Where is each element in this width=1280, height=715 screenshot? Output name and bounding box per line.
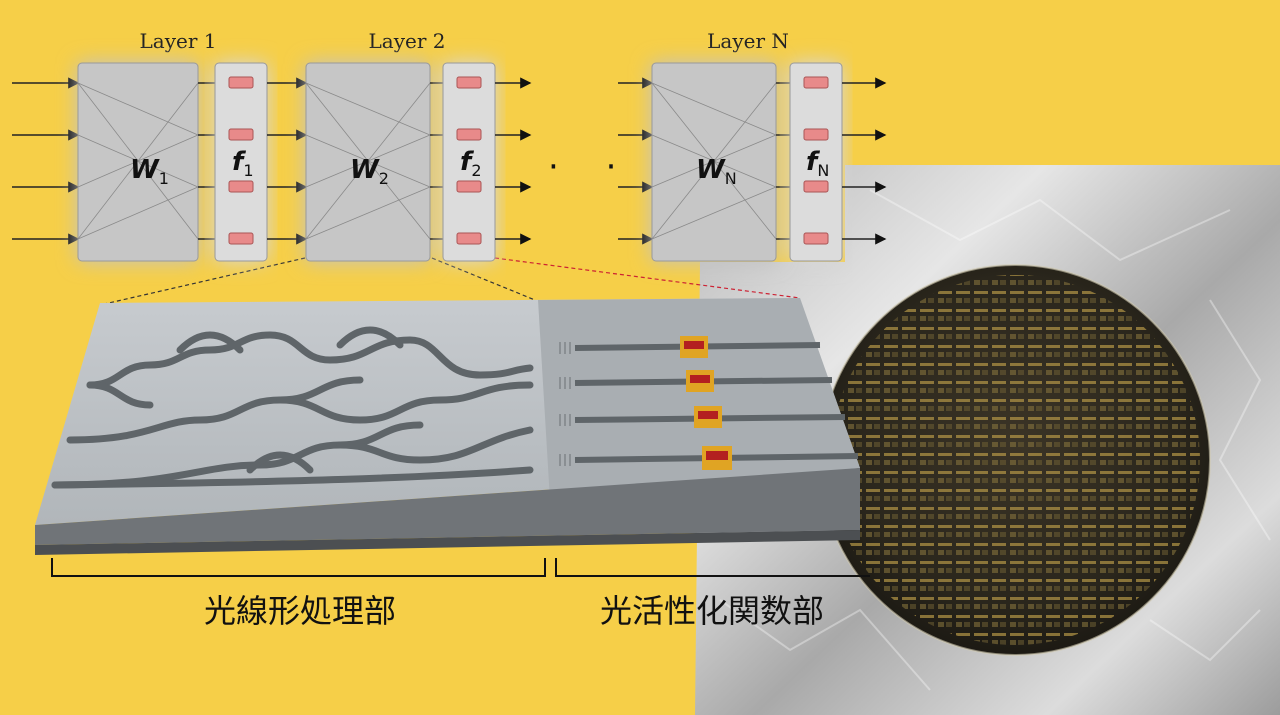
weight-block-2 bbox=[305, 62, 431, 262]
weight-block-1 bbox=[77, 62, 199, 262]
layer-n: Layer N WN fN bbox=[618, 29, 887, 262]
layer-2: Layer 2 W2 f2 bbox=[267, 29, 532, 262]
layer-2-title: Layer 2 bbox=[369, 29, 446, 53]
photonic-chip bbox=[35, 257, 860, 555]
weight-label-1: W1 bbox=[130, 155, 169, 188]
network-schematic: Layer 1 W1 f1 bbox=[12, 29, 887, 262]
activation-block-2 bbox=[442, 62, 496, 262]
chip-side bbox=[35, 468, 860, 545]
activation-label-2: f2 bbox=[460, 147, 482, 180]
activation-devices bbox=[680, 336, 732, 470]
activation-label-n: fN bbox=[806, 147, 829, 180]
layer-n-title: Layer N bbox=[707, 29, 789, 53]
wafer-photo bbox=[695, 165, 1280, 715]
linear-waveguides bbox=[51, 326, 534, 489]
activation-section-label: 光活性化関数部 bbox=[600, 592, 824, 630]
weight-block-n bbox=[651, 62, 777, 262]
section-brackets bbox=[51, 558, 870, 577]
linear-section-label: 光線形処理部 bbox=[204, 592, 396, 630]
activation-block-n bbox=[789, 62, 843, 262]
activation-block-1 bbox=[214, 62, 268, 262]
wafer-dies bbox=[830, 275, 1200, 645]
layer-1: Layer 1 W1 f1 bbox=[12, 29, 268, 262]
weight-label-n: WN bbox=[696, 155, 737, 188]
foil-wrinkles bbox=[719, 189, 1271, 691]
activation-label-1: f1 bbox=[232, 147, 254, 180]
weight-label-2: W2 bbox=[350, 155, 389, 188]
layer-1-title: Layer 1 bbox=[140, 29, 217, 53]
grating-couplers bbox=[559, 342, 571, 466]
